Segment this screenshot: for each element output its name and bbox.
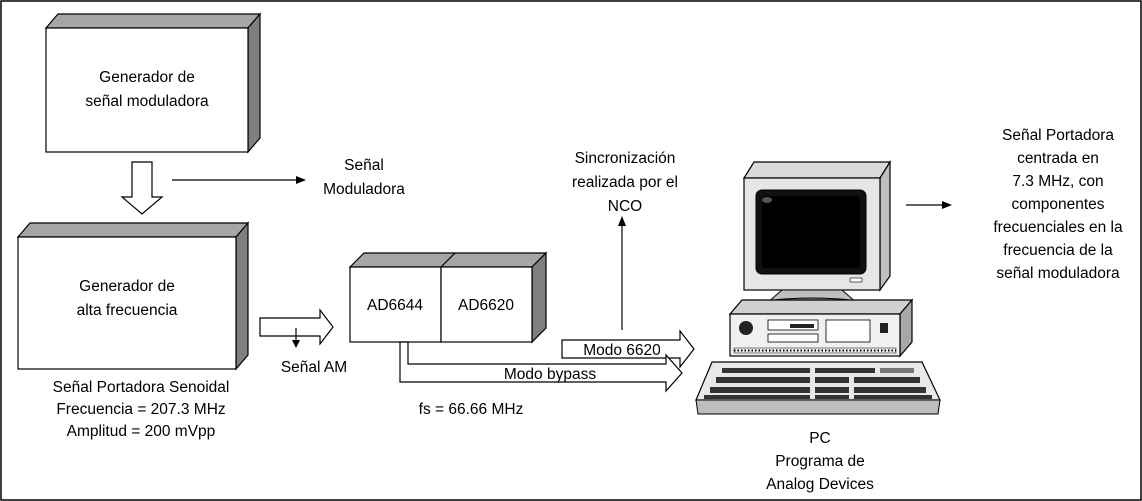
- output-label-1: Señal Portadora: [1002, 127, 1114, 144]
- output-label-5: frecuenciales en la: [993, 219, 1123, 236]
- mode-6620-label: Modo 6620: [583, 342, 661, 359]
- sync-label-3: NCO: [608, 198, 642, 215]
- am-signal-down-arrow: [292, 328, 300, 348]
- pc-label-2: Programa de: [775, 453, 865, 470]
- hf-generator-label-2: alta frecuencia: [77, 302, 178, 319]
- adc-ddc-block: AD6644 AD6620: [348, 251, 548, 344]
- am-signal-label: Señal AM: [281, 359, 347, 376]
- modulator-generator-label-2: señal moduladora: [85, 93, 209, 110]
- mode-bypass-label: Modo bypass: [504, 366, 596, 383]
- hf-generator-block: Generador de alta frecuencia: [16, 221, 250, 371]
- modulator-generator-block: Generador de señal moduladora: [44, 12, 262, 154]
- nco-sync-up-arrow: [618, 216, 626, 330]
- output-arrow: [906, 201, 952, 209]
- pc-label-1: PC: [809, 430, 831, 447]
- pc-label-3: Analog Devices: [766, 476, 874, 493]
- am-signal-hollow-arrow: [259, 308, 334, 346]
- sampling-frequency-label: fs = 66.66 MHz: [419, 401, 524, 418]
- modulator-generator-label-1: Generador de: [99, 69, 195, 86]
- modulating-signal-label-1: Señal: [344, 157, 384, 174]
- sync-label-1: Sincronización: [575, 150, 676, 167]
- output-label-7: señal moduladora: [996, 265, 1120, 282]
- mode-6620-hollow-arrow: [561, 329, 695, 369]
- ad6620-label: AD6620: [458, 297, 514, 314]
- down-hollow-arrow: [120, 161, 164, 215]
- sync-label-2: realizada por el: [572, 174, 678, 191]
- ad6644-label: AD6644: [367, 297, 423, 314]
- modulating-signal-label-2: Moduladora: [323, 181, 405, 198]
- carrier-info-line-2: Frecuencia = 207.3 MHz: [56, 401, 225, 418]
- carrier-info-line-3: Amplitud = 200 mVpp: [67, 423, 216, 440]
- output-label-4: componentes: [1011, 196, 1104, 213]
- hf-generator-label-1: Generador de: [79, 278, 175, 295]
- mode-bypass-hollow-arrow: [399, 341, 683, 393]
- pc-computer-icon: [695, 159, 941, 415]
- output-label-3: 7.3 MHz, con: [1012, 173, 1103, 190]
- modulating-signal-arrow: [172, 176, 306, 184]
- carrier-info-line-1: Señal Portadora Senoidal: [53, 379, 230, 396]
- output-label-6: frecuencia de la: [1003, 242, 1113, 259]
- output-label-2: centrada en: [1017, 150, 1099, 167]
